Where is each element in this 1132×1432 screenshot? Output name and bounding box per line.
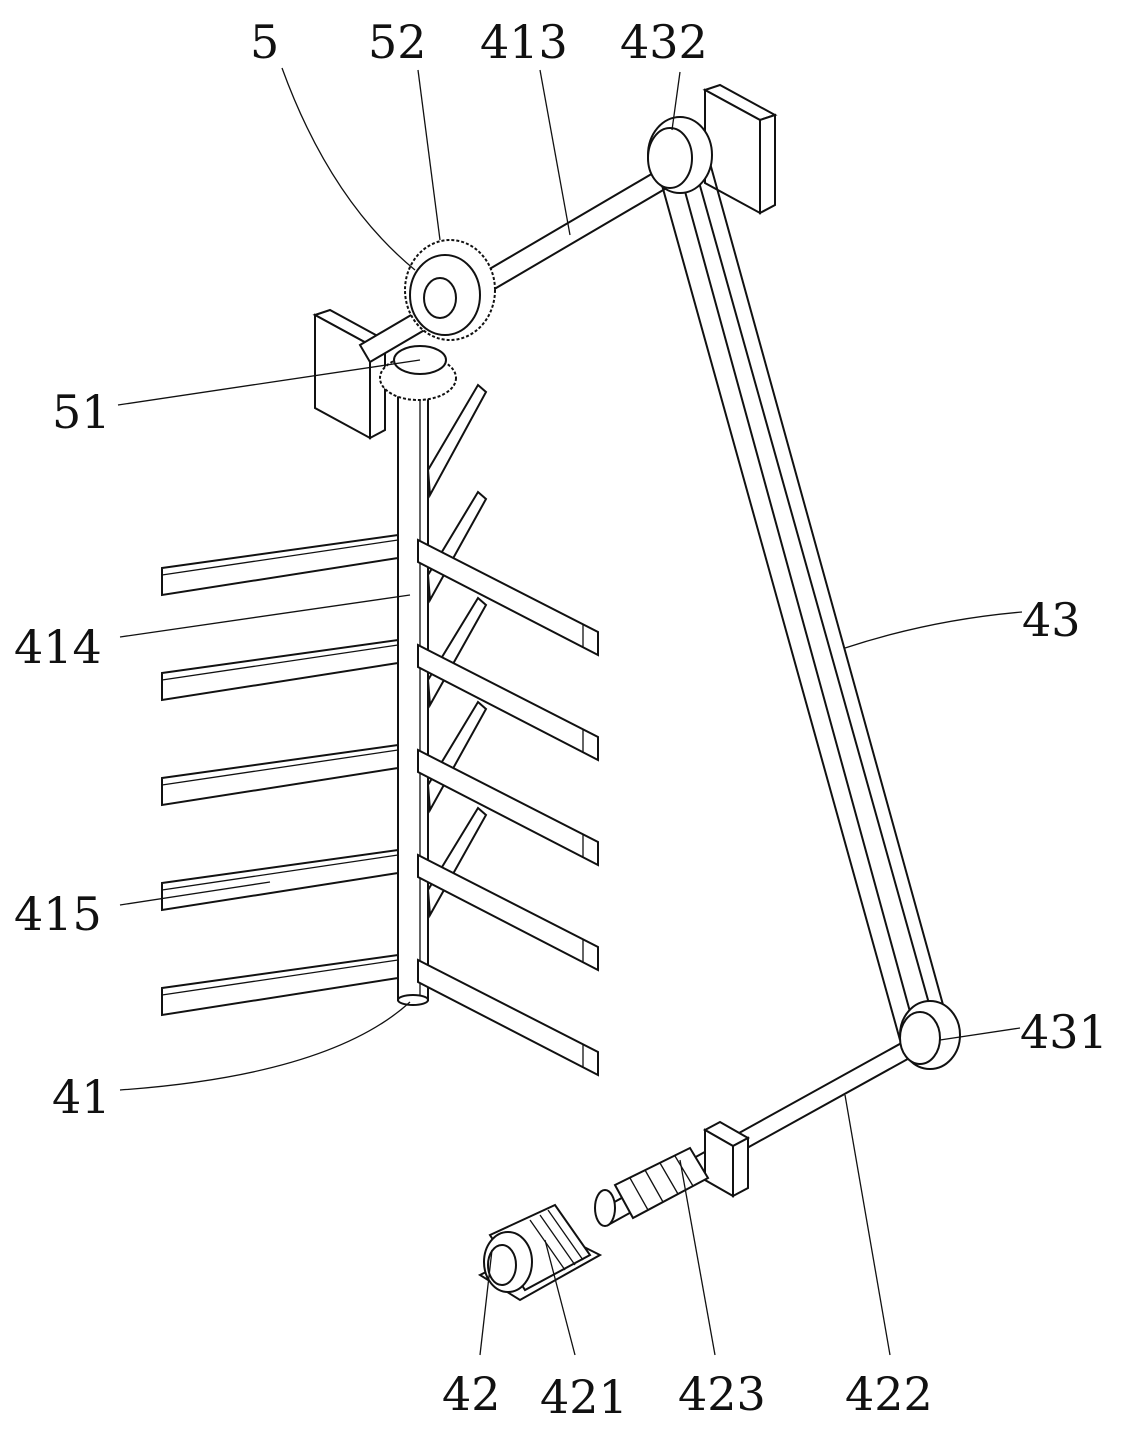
belt xyxy=(655,145,950,1040)
label-413: 413 xyxy=(480,15,568,69)
left-fins xyxy=(162,535,398,1015)
label-432: 432 xyxy=(620,15,708,69)
motor xyxy=(480,1205,600,1300)
worm-gear xyxy=(595,1148,708,1226)
bevel-gear-52 xyxy=(405,240,495,340)
vertical-shaft xyxy=(398,380,428,1005)
label-414: 414 xyxy=(14,620,102,674)
label-415: 415 xyxy=(14,887,102,941)
label-421: 421 xyxy=(540,1370,628,1424)
label-431: 431 xyxy=(1020,1005,1108,1059)
label-52: 52 xyxy=(368,15,427,69)
bevel-gear-51 xyxy=(380,346,456,400)
right-bracket xyxy=(705,85,775,213)
leader-lines xyxy=(118,68,1022,1355)
back-diagonal-plates xyxy=(428,385,486,915)
label-42: 42 xyxy=(442,1367,501,1421)
lower-pulley xyxy=(900,1001,960,1069)
right-fins xyxy=(418,540,598,1075)
label-51: 51 xyxy=(52,385,111,439)
label-43: 43 xyxy=(1022,593,1081,647)
label-41: 41 xyxy=(52,1070,111,1124)
label-5: 5 xyxy=(250,15,279,69)
upper-pulley xyxy=(648,117,712,193)
label-423: 423 xyxy=(678,1367,766,1421)
label-422: 422 xyxy=(845,1367,933,1421)
